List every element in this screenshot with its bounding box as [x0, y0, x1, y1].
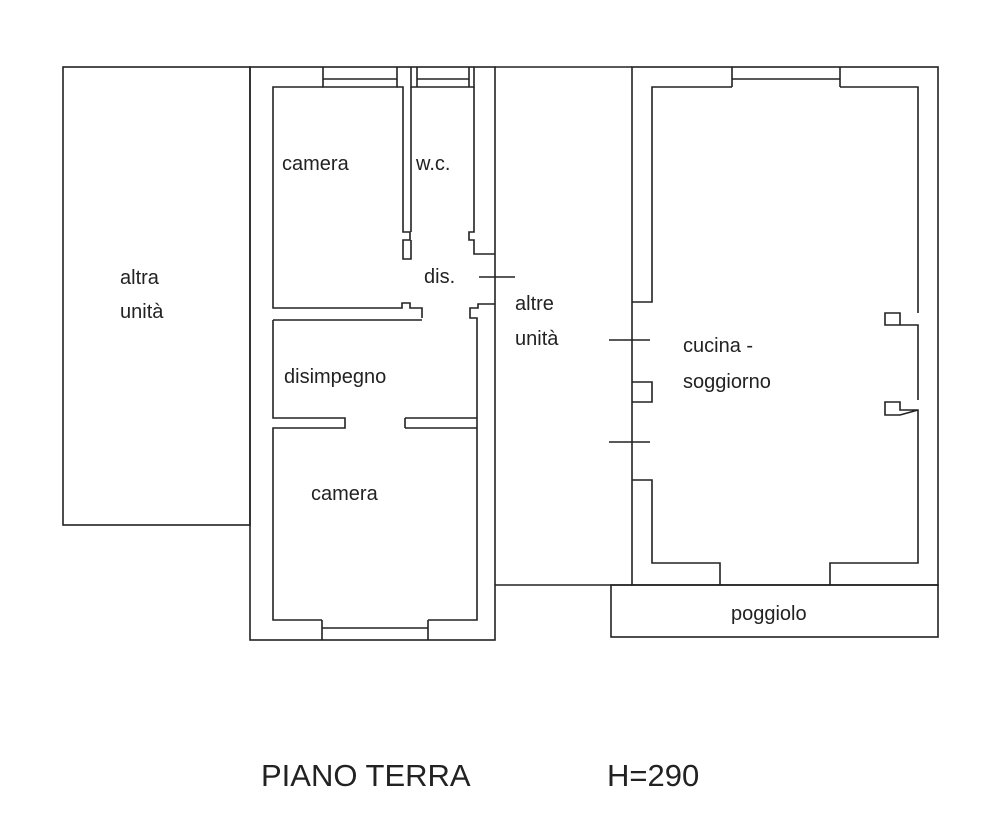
label-camera-bottom: camera: [311, 483, 379, 505]
label-unita: unità: [120, 301, 164, 323]
altra-unita-area: [62, 66, 251, 526]
label-poggiolo: poggiolo: [731, 603, 807, 625]
label-soggiorno: soggiorno: [683, 371, 771, 393]
label-wc: w.c.: [415, 153, 450, 175]
label-camera-top: camera: [282, 153, 350, 175]
ceiling-height-label: H=290: [607, 758, 699, 793]
plan-title: PIANO TERRA: [261, 758, 471, 793]
camera-top-walls: [272, 86, 423, 318]
label-altre-unita: unità: [515, 328, 559, 350]
kitchen-outer-wall: [631, 66, 939, 586]
label-disimpegno: disimpegno: [284, 366, 386, 388]
poggiolo-balcony: [610, 584, 939, 638]
wc-walls: [410, 87, 495, 255]
window-kitchen: [731, 67, 841, 87]
label-dis: dis.: [424, 266, 455, 288]
label-cucina: cucina -: [683, 335, 753, 357]
label-altra: altra: [120, 267, 160, 289]
window-wc: [410, 67, 475, 88]
window-camera-bottom: [321, 620, 429, 640]
label-altre: altre: [515, 293, 554, 315]
kitchen-inner-walls: [632, 86, 919, 585]
left-unit-outer-wall: [249, 66, 496, 641]
disimpegno-camera-walls: [272, 303, 495, 621]
window-camera-top: [322, 67, 398, 88]
altre-unita-area: [495, 66, 632, 586]
